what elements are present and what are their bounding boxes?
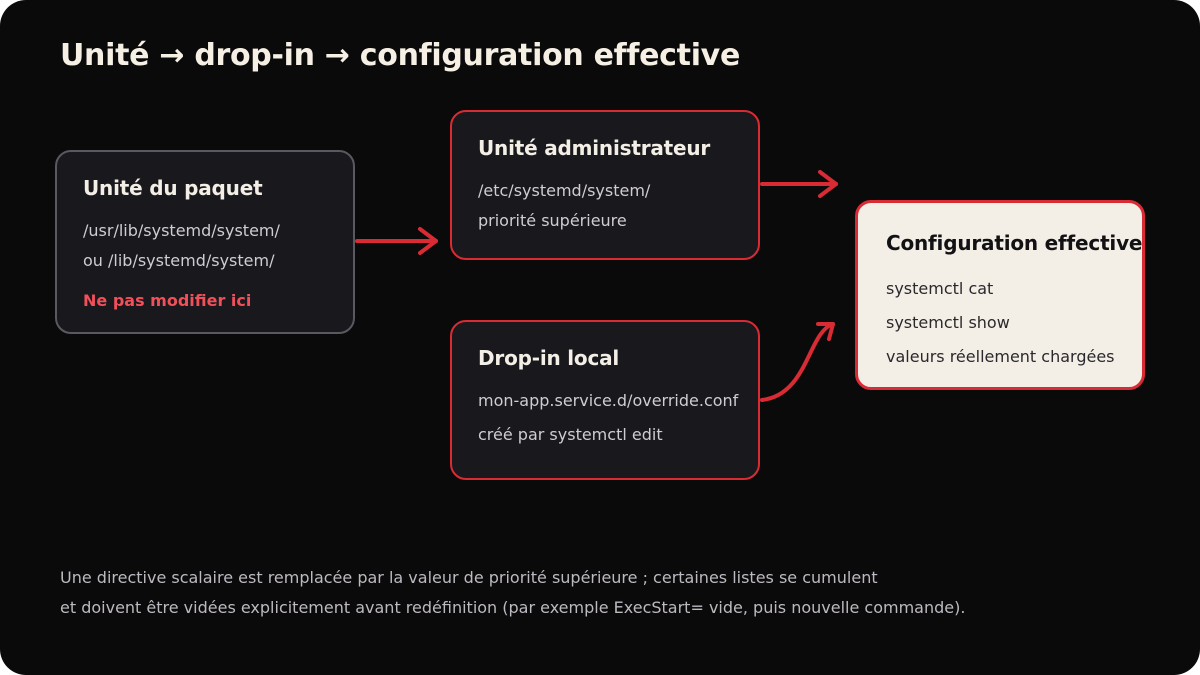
- admin-unit-path: /etc/systemd/system/: [478, 181, 651, 200]
- effective-config-cmd-cat: systemctl cat: [886, 279, 994, 298]
- arrow-admin-to-effective: [760, 170, 838, 198]
- admin-unit-box: Unité administrateur /etc/systemd/system…: [450, 110, 760, 260]
- package-unit-box: Unité du paquet /usr/lib/systemd/system/…: [55, 150, 355, 334]
- local-dropin-file: mon-app.service.d/override.conf: [478, 391, 739, 410]
- package-unit-path-2: ou /lib/systemd/system/: [83, 251, 275, 270]
- package-unit-title: Unité du paquet: [83, 176, 263, 200]
- local-dropin-title: Drop-in local: [478, 346, 620, 370]
- effective-config-loaded-values: valeurs réellement chargées: [886, 347, 1115, 366]
- footnote-line-2: et doivent être vidées explicitement ava…: [60, 598, 966, 617]
- arrow-package-to-admin: [355, 227, 438, 255]
- diagram-title: Unité → drop-in → configuration effectiv…: [60, 38, 740, 73]
- arrow-dropin-to-effective: [760, 322, 835, 402]
- effective-config-cmd-show: systemctl show: [886, 313, 1010, 332]
- footnote-line-1: Une directive scalaire est remplacée par…: [60, 568, 878, 587]
- local-dropin-box: Drop-in local mon-app.service.d/override…: [450, 320, 760, 480]
- package-unit-warning: Ne pas modifier ici: [83, 291, 252, 310]
- admin-unit-title: Unité administrateur: [478, 136, 711, 160]
- effective-config-box: Configuration effective systemctl cat sy…: [855, 200, 1145, 390]
- local-dropin-origin: créé par systemctl edit: [478, 425, 663, 444]
- package-unit-path-1: /usr/lib/systemd/system/: [83, 221, 280, 240]
- admin-unit-priority: priorité supérieure: [478, 211, 627, 230]
- effective-config-title: Configuration effective: [886, 231, 1143, 255]
